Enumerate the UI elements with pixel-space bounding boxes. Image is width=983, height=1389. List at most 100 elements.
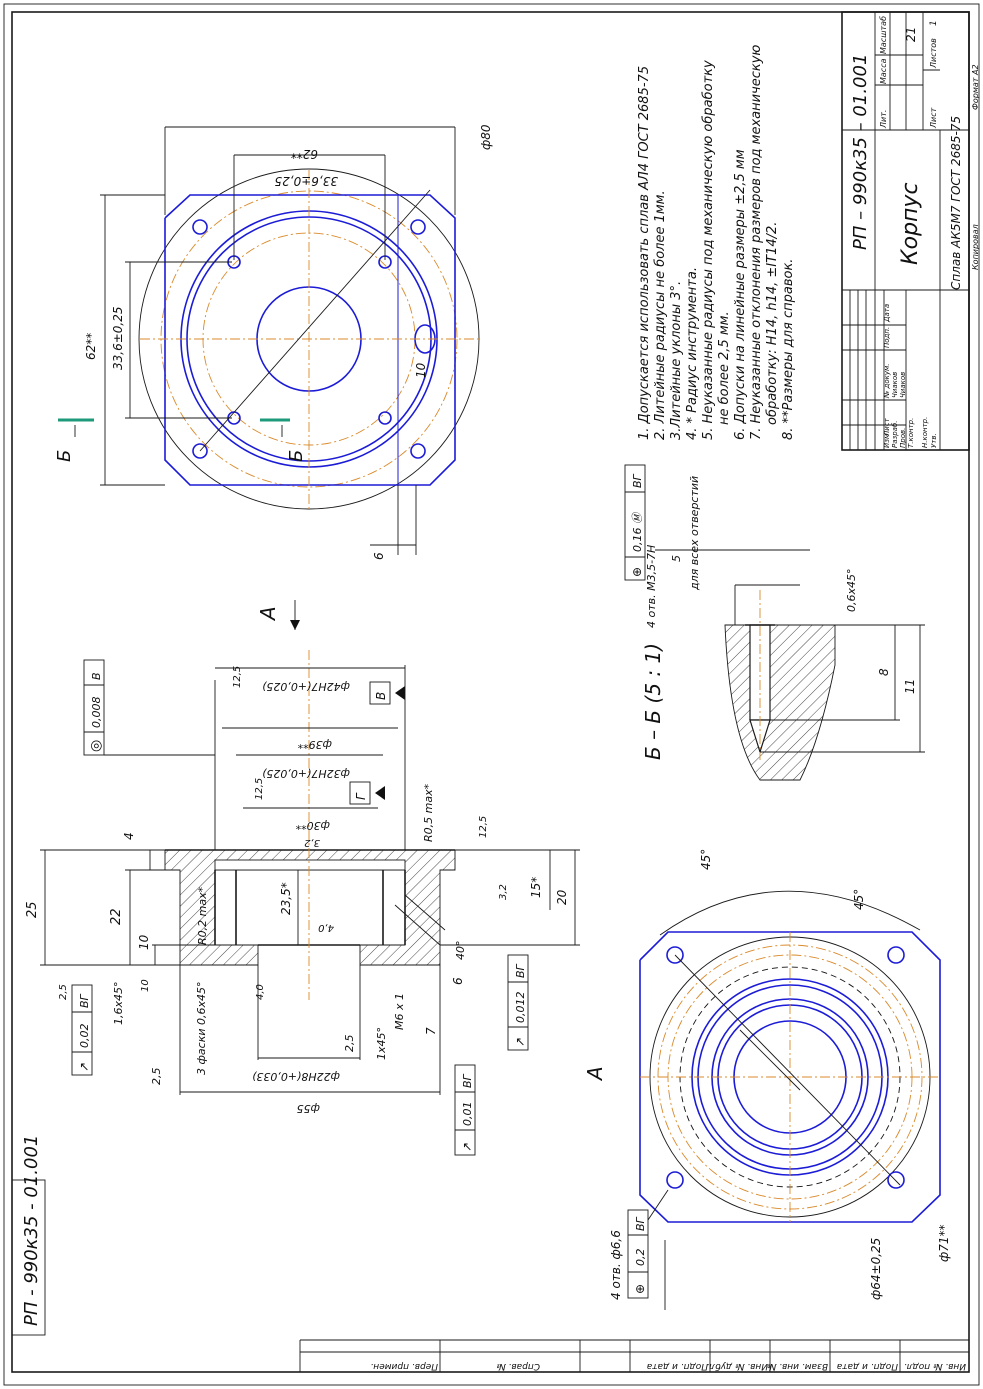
tol-concentricity-base: В <box>90 672 103 680</box>
vzam-inv-label: Взам. инв. № <box>767 1361 828 1371</box>
dim-r10: 10 <box>140 979 151 992</box>
dim-12-5-inner: 12,5 <box>254 778 265 800</box>
note-8: 8. **Размеры для справок. <box>781 259 796 440</box>
tol-position-m35: ⊕ 0,16 Ⓜ ВГ <box>624 464 646 581</box>
note-6: 6. Допуски на линейные размеры ±2,5 мм <box>733 149 748 440</box>
dim-chamfer16: 1,6х45° <box>112 981 125 1025</box>
stamp-role-nkontr: Н.контр. <box>921 417 929 448</box>
datum-v-label: В <box>374 692 388 700</box>
detail-thread: 4 отв. М3,5-7Н <box>645 545 658 628</box>
dim-a145: 1х45° <box>375 1027 388 1060</box>
stamp-role-tkontr: Т.контр. <box>907 418 915 448</box>
dim-s6: 6 <box>372 552 386 560</box>
tol-position-holes: ⊕ 0,2 ВГ <box>627 1209 649 1299</box>
bottom-hole-4 <box>887 1171 905 1189</box>
dim-w336: 33,6±0,25 <box>275 174 339 188</box>
dim-d22: ф22Н8(+0,033) <box>252 1070 340 1083</box>
dim-r32a: 3,2 <box>304 837 320 848</box>
dim-r32b: 3,2 <box>498 884 509 900</box>
stamp-row-list: Лист <box>883 417 891 437</box>
bottom-hole-2 <box>887 946 905 964</box>
top-hole-2 <box>410 219 426 235</box>
inv-dubl-label: Инв. № дубл. <box>706 1361 768 1371</box>
dim-r02: R0,2 max* <box>196 886 209 945</box>
tol-runout2-sym: ↗ <box>513 1037 527 1047</box>
stamp-copied: Копировал <box>971 224 980 270</box>
note-7b: обработку: Н14, h14, ±IT14/2. <box>765 222 780 425</box>
dim-s7: 7 <box>424 1027 438 1035</box>
sprav-no-label: Справ. № <box>496 1361 540 1371</box>
dim-d30: ф30** <box>295 819 330 832</box>
stamp-designation: РП – 990к35 – 01.001 <box>850 54 871 250</box>
bottom-hole-1 <box>666 946 684 964</box>
dim-d42: ф42Н7(+0,025) <box>262 680 350 693</box>
dim-r125a: 12,5 <box>232 666 243 688</box>
dim-d32: ф32Н7(+0,025) <box>262 767 350 780</box>
dim-r10: 10 <box>414 362 428 378</box>
title-block: РП – 990к35 – 01.001 Корпус Сплав АК5М7 … <box>841 11 980 451</box>
perv-primen-label: Перв. примен. <box>370 1361 438 1371</box>
tol-runout3-val: 0,01 <box>461 1102 474 1127</box>
note-2: 2. Литейные радиусы не более 1мм. <box>653 190 668 440</box>
section-label-left: Б <box>54 450 75 462</box>
stamp-sheet-header: Лист <box>929 107 938 129</box>
outer-frame <box>3 3 980 1386</box>
top-view: ф80 62** 33,6±0,25 62** 33,6±0,25 10 6 Б… <box>54 124 493 560</box>
dim-r25b: 2,5 <box>150 1068 163 1086</box>
tol-runout1-base: ВГ <box>78 993 91 1008</box>
section-view: ф42Н7(+0,025) ф39** ф32Н7(+0,025) ф30** … <box>25 650 580 1115</box>
stamp-lit-header: Лит. <box>879 110 888 129</box>
stamp-sheets-header: Листов <box>929 38 938 69</box>
left-designation-box: РП - 990к35 - 01.001 <box>11 1135 46 1336</box>
bottom-a45b: 45° <box>852 889 866 910</box>
dim-s6: 6 <box>451 977 465 985</box>
bottom-view: А 4 отв. ф6,6 ф64±0,25 ф71** 45° 45° <box>583 849 951 1310</box>
tol-pos-m35-val: 0,16 Ⓜ <box>631 511 644 552</box>
datum-g: Г <box>349 781 385 805</box>
dim-h10: 10 <box>137 934 151 950</box>
detail-title: Б – Б (5 : 1) <box>641 643 665 760</box>
stamp-scale-header: Масштаб <box>879 16 888 54</box>
stamp-role-razrab: Разраб. <box>891 420 899 448</box>
stamp-row-doc: № докум. <box>883 363 891 399</box>
dim-m6: М6 х 1 <box>393 993 406 1030</box>
dim-h20: 20 <box>555 889 569 905</box>
dim-r125b: 12,5 <box>478 816 489 838</box>
tol-runout3-sym: ↗ <box>460 1142 474 1152</box>
detail-chamfer: 0,6х45° <box>845 568 858 612</box>
detail-all-holes: для всех отверстий <box>688 476 701 591</box>
bottom-holes-label: 4 отв. ф6,6 <box>609 1230 623 1300</box>
note-7: 7. Неуказанные отклонения размеров под м… <box>749 45 764 440</box>
detail-view: Б – Б (5 : 1) 4 отв. М3,5-7Н для всех от… <box>641 476 925 781</box>
technical-notes: 1. Допускается использовать сплав АЛ4 ГО… <box>637 45 796 440</box>
dim-d80: ф80 <box>479 124 493 150</box>
tol-runout-3: ↗ 0,01 ВГ <box>454 1064 476 1156</box>
dim-r40b: 4,0 <box>255 984 266 1000</box>
datum-g-label: Г <box>354 792 368 800</box>
top-hole-3 <box>192 443 208 459</box>
view-a-arrow-label: А <box>256 606 280 622</box>
stamp-row-date: Дата <box>883 304 891 323</box>
bottom-a45a: 45° <box>699 849 713 870</box>
stamp-sheets-value: 1 <box>929 20 939 26</box>
inner-frame <box>11 11 970 1373</box>
stamp-part-name: Корпус <box>898 182 923 265</box>
stamp-name-prov: Чиаков <box>899 372 907 398</box>
podp-data-label-1: Подп. и дата <box>647 1361 708 1371</box>
dim-h15: 15* <box>529 877 543 898</box>
dim-h235: 23,5* <box>279 882 293 915</box>
tol-runout3-base: ВГ <box>461 1073 474 1088</box>
tol-pos-holes-sym: ⊕ <box>633 1284 647 1294</box>
tol-pos-holes-base: ВГ <box>634 1216 647 1231</box>
dim-w62: 62** <box>291 147 318 161</box>
bottom-columns: Перв. примен. Справ. № Подп. и дата Инв.… <box>299 1339 969 1372</box>
tolerance-frames: ◎ 0,008 В ↗ 0,02 ВГ ↗ 0,012 ВГ ↗ 0,01 <box>71 464 649 1299</box>
view-a-label: А <box>583 1066 607 1082</box>
dim-h22: 22 <box>109 908 124 925</box>
stamp-mass-value: 21 <box>904 27 918 42</box>
tol-runout1-sym: ↗ <box>77 1062 91 1072</box>
stamp-role-utv: Утв. <box>930 433 938 448</box>
detail-d8: 8 <box>877 668 891 676</box>
stamp-row-sign: Подп. <box>883 327 891 348</box>
